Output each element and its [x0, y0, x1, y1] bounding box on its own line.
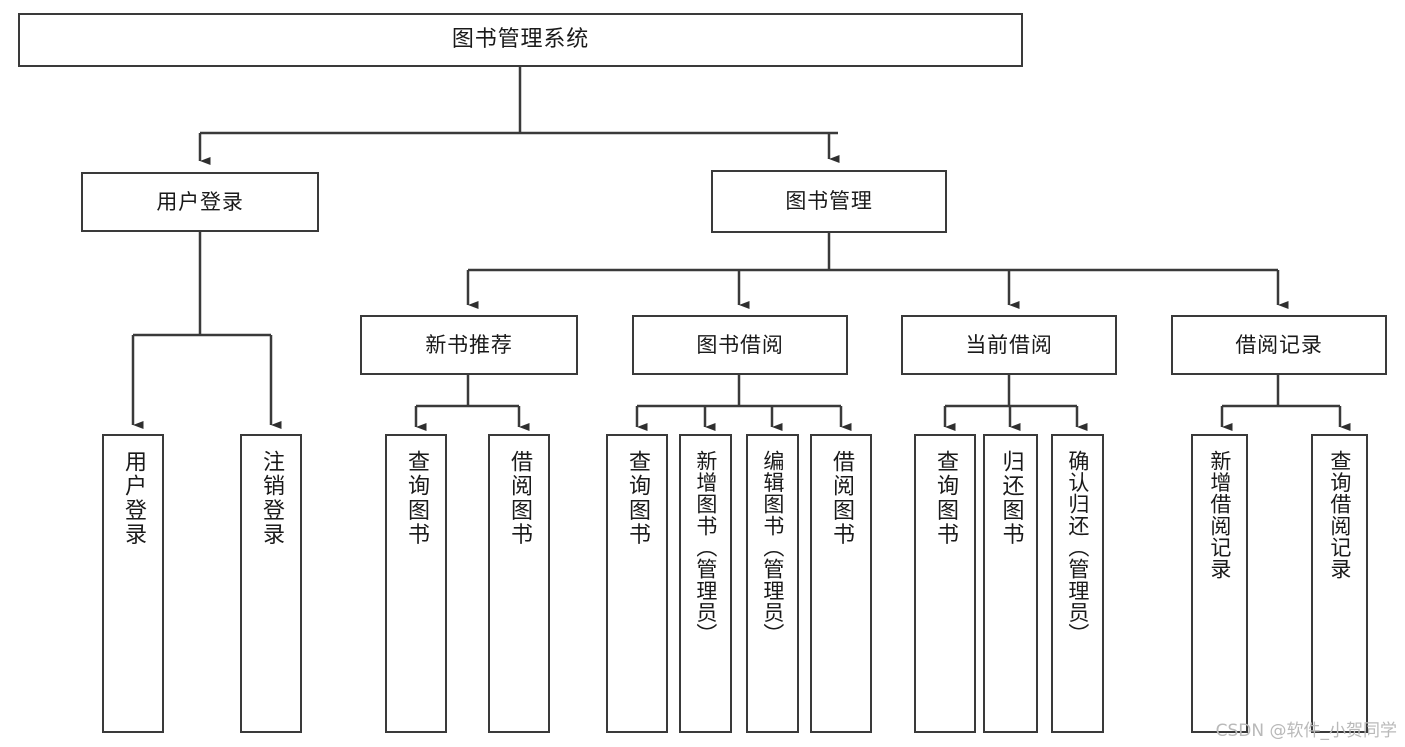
watermark-csdn: CSDN @软件_小贺同学	[1215, 721, 1397, 741]
leaf-confirm-return-admin[interactable]: 确认归还（管理员）	[1051, 434, 1104, 733]
node-user-login[interactable]: 用户登录	[81, 172, 319, 232]
leaf-query-borrow-record[interactable]: 查询借阅记录	[1311, 434, 1368, 733]
node-label: 图书管理系统	[451, 27, 590, 53]
node-label: 图书管理	[785, 189, 873, 214]
leaf-add-borrow-record[interactable]: 新增借阅记录	[1191, 434, 1248, 733]
leaf-edit-book-admin[interactable]: 编辑图书（管理员）	[746, 434, 799, 733]
node-label: 图书借阅	[696, 332, 784, 357]
node-label: 编辑图书（管理员）	[760, 450, 785, 645]
node-label: 用户登录	[120, 450, 146, 547]
leaf-borrow-book[interactable]: 借阅图书	[810, 434, 872, 733]
node-book-management[interactable]: 图书管理	[711, 170, 947, 233]
leaf-add-book-admin[interactable]: 新增图书（管理员）	[679, 434, 732, 733]
node-label: 借阅记录	[1235, 332, 1323, 357]
leaf-query-book-current[interactable]: 查询图书	[914, 434, 976, 733]
node-label: 查询图书	[932, 450, 958, 547]
node-label: 查询图书	[624, 450, 650, 547]
leaf-user-login[interactable]: 用户登录	[102, 434, 164, 733]
node-new-book-recommend[interactable]: 新书推荐	[360, 315, 578, 375]
node-label: 注销登录	[258, 450, 284, 547]
leaf-return-book[interactable]: 归还图书	[983, 434, 1038, 733]
node-borrow-record[interactable]: 借阅记录	[1171, 315, 1387, 375]
node-current-borrow[interactable]: 当前借阅	[901, 315, 1117, 375]
node-label: 归还图书	[998, 450, 1024, 547]
node-root-system[interactable]: 图书管理系统	[18, 13, 1023, 67]
leaf-borrow-book-recommend[interactable]: 借阅图书	[488, 434, 550, 733]
node-label: 新增借阅记录	[1207, 450, 1232, 580]
node-label: 新增图书（管理员）	[693, 450, 718, 645]
node-label: 查询借阅记录	[1327, 450, 1352, 580]
node-label: 确认归还（管理员）	[1065, 450, 1090, 645]
node-label: 用户登录	[156, 189, 244, 214]
leaf-query-book-borrow[interactable]: 查询图书	[606, 434, 668, 733]
node-label: 借阅图书	[506, 450, 532, 547]
node-label: 当前借阅	[965, 332, 1053, 357]
node-label: 查询图书	[403, 450, 429, 547]
leaf-logout[interactable]: 注销登录	[240, 434, 302, 733]
node-label: 新书推荐	[425, 332, 513, 357]
node-book-borrow[interactable]: 图书借阅	[632, 315, 848, 375]
leaf-query-book-recommend[interactable]: 查询图书	[385, 434, 447, 733]
node-label: 借阅图书	[828, 450, 854, 547]
